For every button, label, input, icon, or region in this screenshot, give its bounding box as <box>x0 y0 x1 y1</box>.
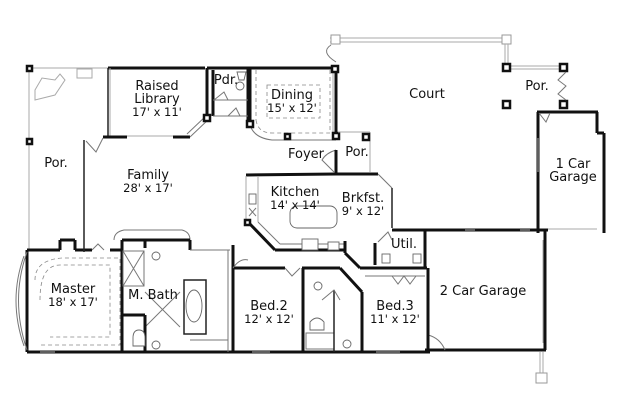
one-car-garage-walls <box>536 110 606 233</box>
room-label-por-left: Por. <box>44 157 68 170</box>
room-label-bed3: Bed.3 11' x 12' <box>370 300 420 325</box>
room-label-dining: Dining 15' x 12' <box>267 89 317 114</box>
room-name: Brkfst. <box>341 191 385 206</box>
family-room <box>83 137 104 240</box>
room-label-two-car-garage: 2 Car Garage <box>440 285 527 298</box>
room-name: Foyer <box>287 147 325 162</box>
room-name: Por. <box>44 156 68 171</box>
room-label-brkfst: Brkfst. 9' x 12' <box>342 192 384 217</box>
room-dimensions: 15' x 12' <box>267 101 317 115</box>
room-label-pdr: Pdr. <box>214 74 238 87</box>
room-name: 1 Car <box>555 157 591 172</box>
room-name: Master <box>50 282 96 297</box>
room-label-util: Util. <box>391 238 417 251</box>
court-outline <box>326 34 512 65</box>
room-label-family: Family 28' x 17' <box>123 169 173 194</box>
room-name: 2 Car Garage <box>439 284 527 299</box>
room-name: Bed.3 <box>376 299 414 314</box>
master-walls <box>15 238 240 354</box>
left-porch <box>25 64 108 250</box>
room-dimensions: 11' x 12' <box>370 312 420 326</box>
room-name: Family <box>127 168 169 183</box>
right-porch <box>501 62 569 110</box>
room-label-m-bath: M. Bath <box>128 289 178 302</box>
family-lower-wall <box>83 240 124 252</box>
kitchen-walls <box>243 172 393 253</box>
room-label-raised-library: Raised Library 17' x 11' <box>132 80 182 118</box>
room-name: Court <box>409 87 445 102</box>
room-name: Library <box>134 92 180 107</box>
room-label-master: Master 18' x 17' <box>48 283 98 308</box>
room-dimensions: 28' x 17' <box>123 181 173 195</box>
room-label-bed2: Bed.2 12' x 12' <box>244 300 294 325</box>
room-label-foyer: Foyer <box>288 148 324 161</box>
raised-library-walls <box>103 66 212 139</box>
room-name: M. Bath <box>128 288 178 303</box>
room-dimensions: 14' x 14' <box>270 198 320 212</box>
room-label-por-right: Por. <box>525 80 549 93</box>
room-label-kitchen: Kitchen 14' x 14' <box>270 186 320 211</box>
master-bath <box>113 229 230 352</box>
bed3-walls <box>343 251 430 353</box>
room-label-court: Court <box>409 88 445 101</box>
powder-room <box>207 66 250 122</box>
room-name: Util. <box>391 237 417 252</box>
dining-walls <box>245 64 341 141</box>
room-label-por-center: Por. <box>345 146 369 159</box>
room-dimensions: 18' x 17' <box>48 295 98 309</box>
room-name: Dining <box>271 88 313 103</box>
garage-top-wall <box>425 228 548 384</box>
room-dimensions: 12' x 12' <box>244 312 294 326</box>
room-name: Pdr. <box>213 73 239 88</box>
room-name: Garage <box>549 170 597 185</box>
room-label-one-car-garage: 1 Car Garage <box>549 158 597 184</box>
room-name: Bed.2 <box>250 299 288 314</box>
room-name: Raised <box>135 79 179 94</box>
room-name: Por. <box>345 145 369 160</box>
room-name: Kitchen <box>270 185 320 200</box>
center-porch <box>321 131 371 174</box>
room-name: Por. <box>525 79 549 94</box>
room-dimensions: 9' x 12' <box>341 204 385 218</box>
room-dimensions: 17' x 11' <box>132 105 182 119</box>
hall-bath <box>301 266 364 352</box>
